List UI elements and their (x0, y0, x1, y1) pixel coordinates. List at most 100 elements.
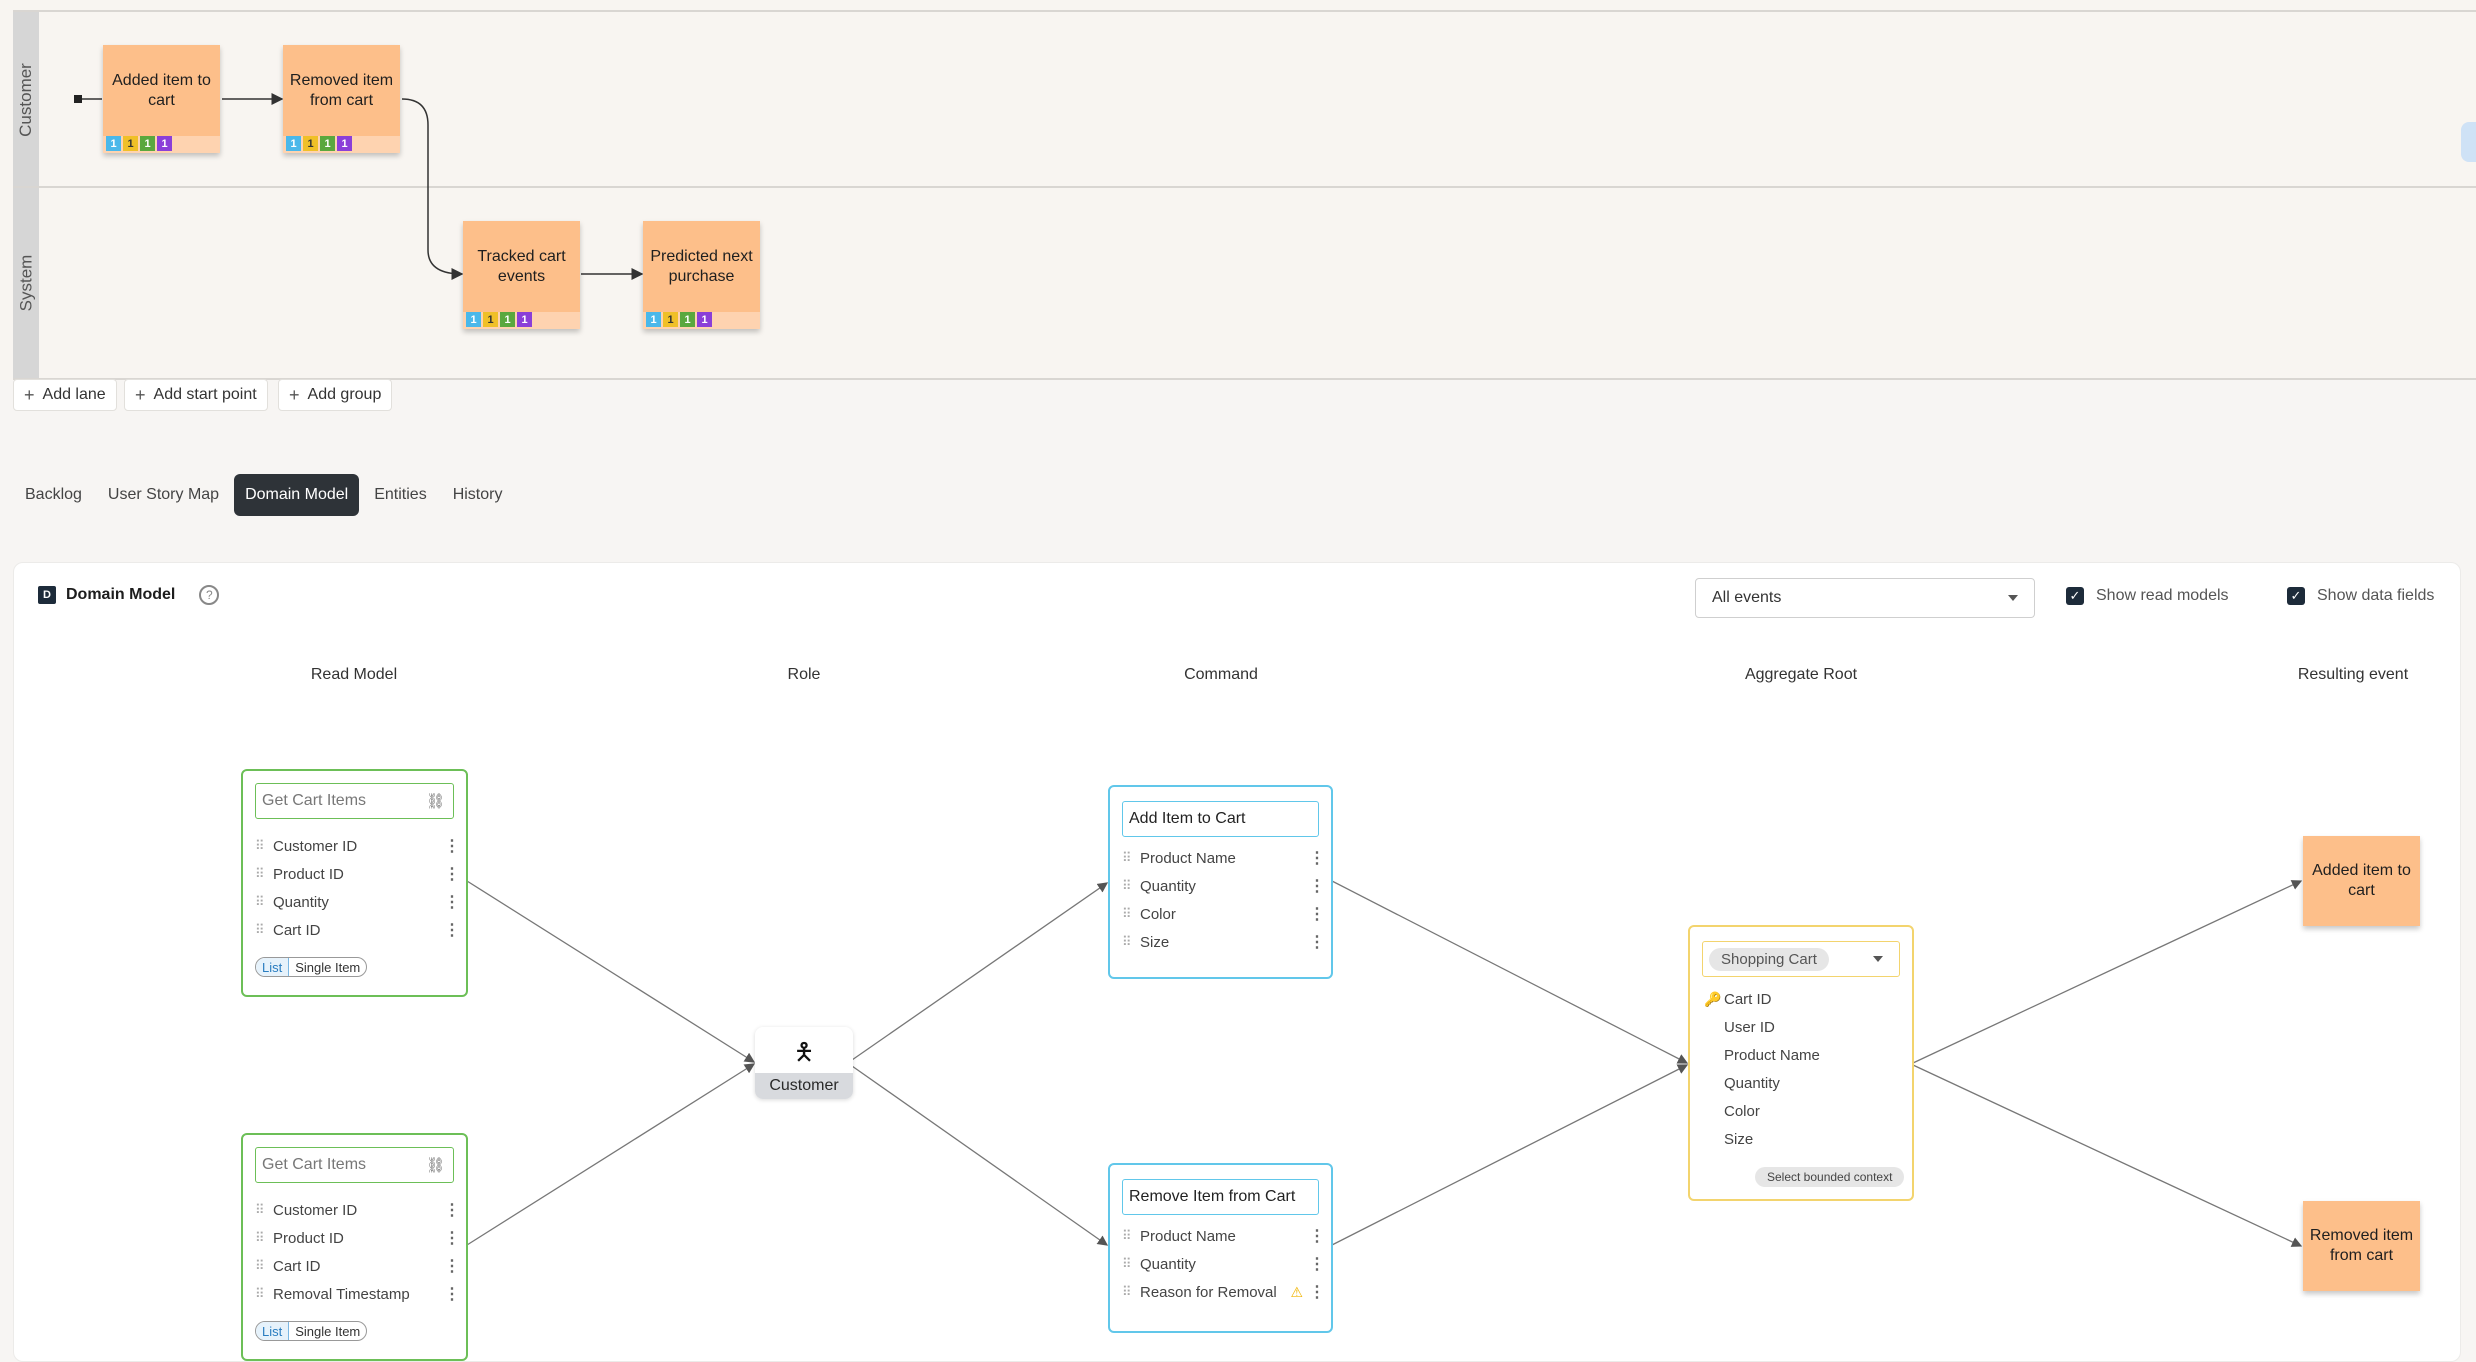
field-row[interactable]: ⠿Product Name⋮ (1122, 1224, 1325, 1248)
add-group-button[interactable]: +Add group (278, 379, 393, 411)
aggregate-field[interactable]: User ID (1704, 1015, 1775, 1039)
aggregate-field[interactable]: Quantity (1704, 1071, 1780, 1095)
tab-backlog[interactable]: Backlog (25, 486, 82, 503)
sticky-predicted-next-purchase[interactable]: Predicted next purchase 1 1 1 1 (643, 221, 760, 329)
kebab-menu-icon[interactable]: ⋮ (1309, 878, 1325, 895)
drag-handle-icon[interactable]: ⠿ (1122, 906, 1132, 921)
aggregate-field[interactable]: Color (1704, 1099, 1760, 1123)
warning-icon[interactable]: ⚠ (1290, 1283, 1303, 1300)
field-row[interactable]: ⠿Product ID⋮ (255, 1226, 460, 1250)
kebab-menu-icon[interactable]: ⋮ (1309, 1228, 1325, 1245)
kebab-menu-icon[interactable]: ⋮ (444, 866, 460, 883)
start-point-marker[interactable] (74, 95, 82, 103)
kebab-menu-icon[interactable]: ⋮ (1309, 906, 1325, 923)
kebab-menu-icon[interactable]: ⋮ (444, 894, 460, 911)
sticky-added-item-to-cart[interactable]: Added item to cart 1 1 1 1 (103, 45, 220, 153)
list-single-toggle[interactable]: List Single Item (255, 1321, 368, 1341)
resulting-event-removed-item[interactable]: Removed item from cart (2303, 1201, 2420, 1291)
command-name-field[interactable]: Remove Item from Cart (1122, 1179, 1319, 1215)
tab-entities[interactable]: Entities (374, 486, 427, 503)
read-model-card[interactable]: Get Cart Items ⛓ ⠿Customer ID⋮ ⠿Product … (241, 769, 468, 997)
field-row[interactable]: ⠿Product Name⋮ (1122, 846, 1325, 870)
help-icon[interactable]: ? (199, 585, 220, 605)
field-row[interactable]: ⠿Removal Timestamp⋮ (255, 1282, 460, 1306)
field-label: Size (1724, 1130, 1754, 1148)
tab-history[interactable]: History (452, 486, 503, 503)
kebab-menu-icon[interactable]: ⋮ (1309, 934, 1325, 951)
drag-handle-icon[interactable]: ⠿ (255, 1258, 265, 1273)
add-lane-button[interactable]: +Add lane (13, 379, 117, 411)
drag-handle-icon[interactable]: ⠿ (255, 1286, 265, 1301)
drag-handle-icon[interactable]: ⠿ (1122, 1228, 1132, 1243)
kebab-menu-icon[interactable]: ⋮ (444, 1258, 460, 1275)
kebab-menu-icon[interactable]: ⋮ (1309, 850, 1325, 867)
field-row[interactable]: ⠿Reason for Removal⚠⋮ (1122, 1280, 1325, 1304)
event-flow-canvas[interactable]: Customer System Added item to cart 1 1 1… (0, 0, 2476, 380)
field-row[interactable]: ⠿Cart ID⋮ (255, 918, 460, 942)
add-start-point-button[interactable]: +Add start point (124, 379, 268, 411)
field-row[interactable]: ⠿Size⋮ (1122, 930, 1325, 954)
show-read-models-checkbox[interactable]: ✓ Show read models (2066, 587, 2229, 605)
field-row[interactable]: ⠿Quantity⋮ (1122, 874, 1325, 898)
drag-handle-icon[interactable]: ⠿ (255, 1230, 265, 1245)
field-row[interactable]: ⠿Quantity⋮ (255, 890, 460, 914)
kebab-menu-icon[interactable]: ⋮ (444, 838, 460, 855)
badge-purple: 1 (697, 312, 712, 327)
toggle-list-option[interactable]: List (256, 1322, 290, 1340)
command-card[interactable]: Remove Item from Cart ⠿Product Name⋮ ⠿Qu… (1108, 1163, 1333, 1333)
link-icon[interactable]: ⛓ (425, 793, 445, 810)
side-panel-toggle[interactable] (2461, 122, 2476, 162)
kebab-menu-icon[interactable]: ⋮ (1309, 1284, 1325, 1301)
badge-blue: 1 (466, 312, 481, 327)
drag-handle-icon[interactable]: ⠿ (1122, 934, 1132, 949)
field-row[interactable]: ⠿Cart ID⋮ (255, 1254, 460, 1278)
kebab-menu-icon[interactable]: ⋮ (1309, 1256, 1325, 1273)
badge-green: 1 (140, 136, 155, 151)
drag-handle-icon[interactable]: ⠿ (255, 922, 265, 937)
aggregate-root-card[interactable]: Shopping Cart 🔑Cart ID User ID Product N… (1688, 925, 1914, 1201)
tab-domain-model[interactable]: Domain Model (234, 474, 360, 516)
list-single-toggle[interactable]: List Single Item (255, 957, 368, 977)
field-row[interactable]: ⠿Customer ID⋮ (255, 1198, 460, 1222)
field-row[interactable]: ⠿Product ID⋮ (255, 862, 460, 886)
sticky-badges: 1 1 1 1 (643, 312, 760, 329)
drag-handle-icon[interactable]: ⠿ (1122, 878, 1132, 893)
tab-user-story-map[interactable]: User Story Map (107, 486, 220, 503)
event-filter-select[interactable]: All events (1695, 578, 2035, 618)
drag-handle-icon[interactable]: ⠿ (1122, 850, 1132, 865)
drag-handle-icon[interactable]: ⠿ (255, 838, 265, 853)
read-model-card[interactable]: Get Cart Items ⛓ ⠿Customer ID⋮ ⠿Product … (241, 1133, 468, 1361)
field-row[interactable]: ⠿Quantity⋮ (1122, 1252, 1325, 1276)
select-bounded-context-button[interactable]: Select bounded context (1755, 1167, 1905, 1187)
drag-handle-icon[interactable]: ⠿ (255, 894, 265, 909)
toggle-list-option[interactable]: List (256, 958, 290, 976)
read-model-name-field[interactable]: Get Cart Items ⛓ (255, 783, 454, 819)
sticky-text: Added item to cart (112, 71, 211, 109)
link-icon[interactable]: ⛓ (425, 1157, 445, 1174)
drag-handle-icon[interactable]: ⠿ (1122, 1256, 1132, 1271)
kebab-menu-icon[interactable]: ⋮ (444, 1286, 460, 1303)
field-row[interactable]: ⠿Customer ID⋮ (255, 834, 460, 858)
aggregate-select[interactable]: Shopping Cart (1702, 941, 1900, 977)
toggle-single-item-option[interactable]: Single Item (295, 1323, 361, 1339)
role-node-customer[interactable]: 🯅 Customer (755, 1027, 853, 1099)
command-card[interactable]: Add Item to Cart ⠿Product Name⋮ ⠿Quantit… (1108, 785, 1333, 979)
plus-icon: + (24, 384, 35, 405)
show-data-fields-checkbox[interactable]: ✓ Show data fields (2287, 587, 2434, 605)
aggregate-field[interactable]: Product Name (1704, 1043, 1820, 1067)
kebab-menu-icon[interactable]: ⋮ (444, 922, 460, 939)
field-row[interactable]: ⠿Color⋮ (1122, 902, 1325, 926)
resulting-event-added-item[interactable]: Added item to cart (2303, 836, 2420, 926)
kebab-menu-icon[interactable]: ⋮ (444, 1230, 460, 1247)
kebab-menu-icon[interactable]: ⋮ (444, 1202, 460, 1219)
sticky-removed-item-from-cart[interactable]: Removed item from cart 1 1 1 1 (283, 45, 400, 153)
sticky-tracked-cart-events[interactable]: Tracked cart events 1 1 1 1 (463, 221, 580, 329)
toggle-single-item-option[interactable]: Single Item (295, 959, 361, 975)
aggregate-field[interactable]: Size (1704, 1127, 1753, 1151)
drag-handle-icon[interactable]: ⠿ (1122, 1284, 1132, 1299)
read-model-name-field[interactable]: Get Cart Items ⛓ (255, 1147, 454, 1183)
drag-handle-icon[interactable]: ⠿ (255, 1202, 265, 1217)
command-name-field[interactable]: Add Item to Cart (1122, 801, 1319, 837)
drag-handle-icon[interactable]: ⠿ (255, 866, 265, 881)
aggregate-field-key[interactable]: 🔑Cart ID (1704, 987, 1772, 1011)
